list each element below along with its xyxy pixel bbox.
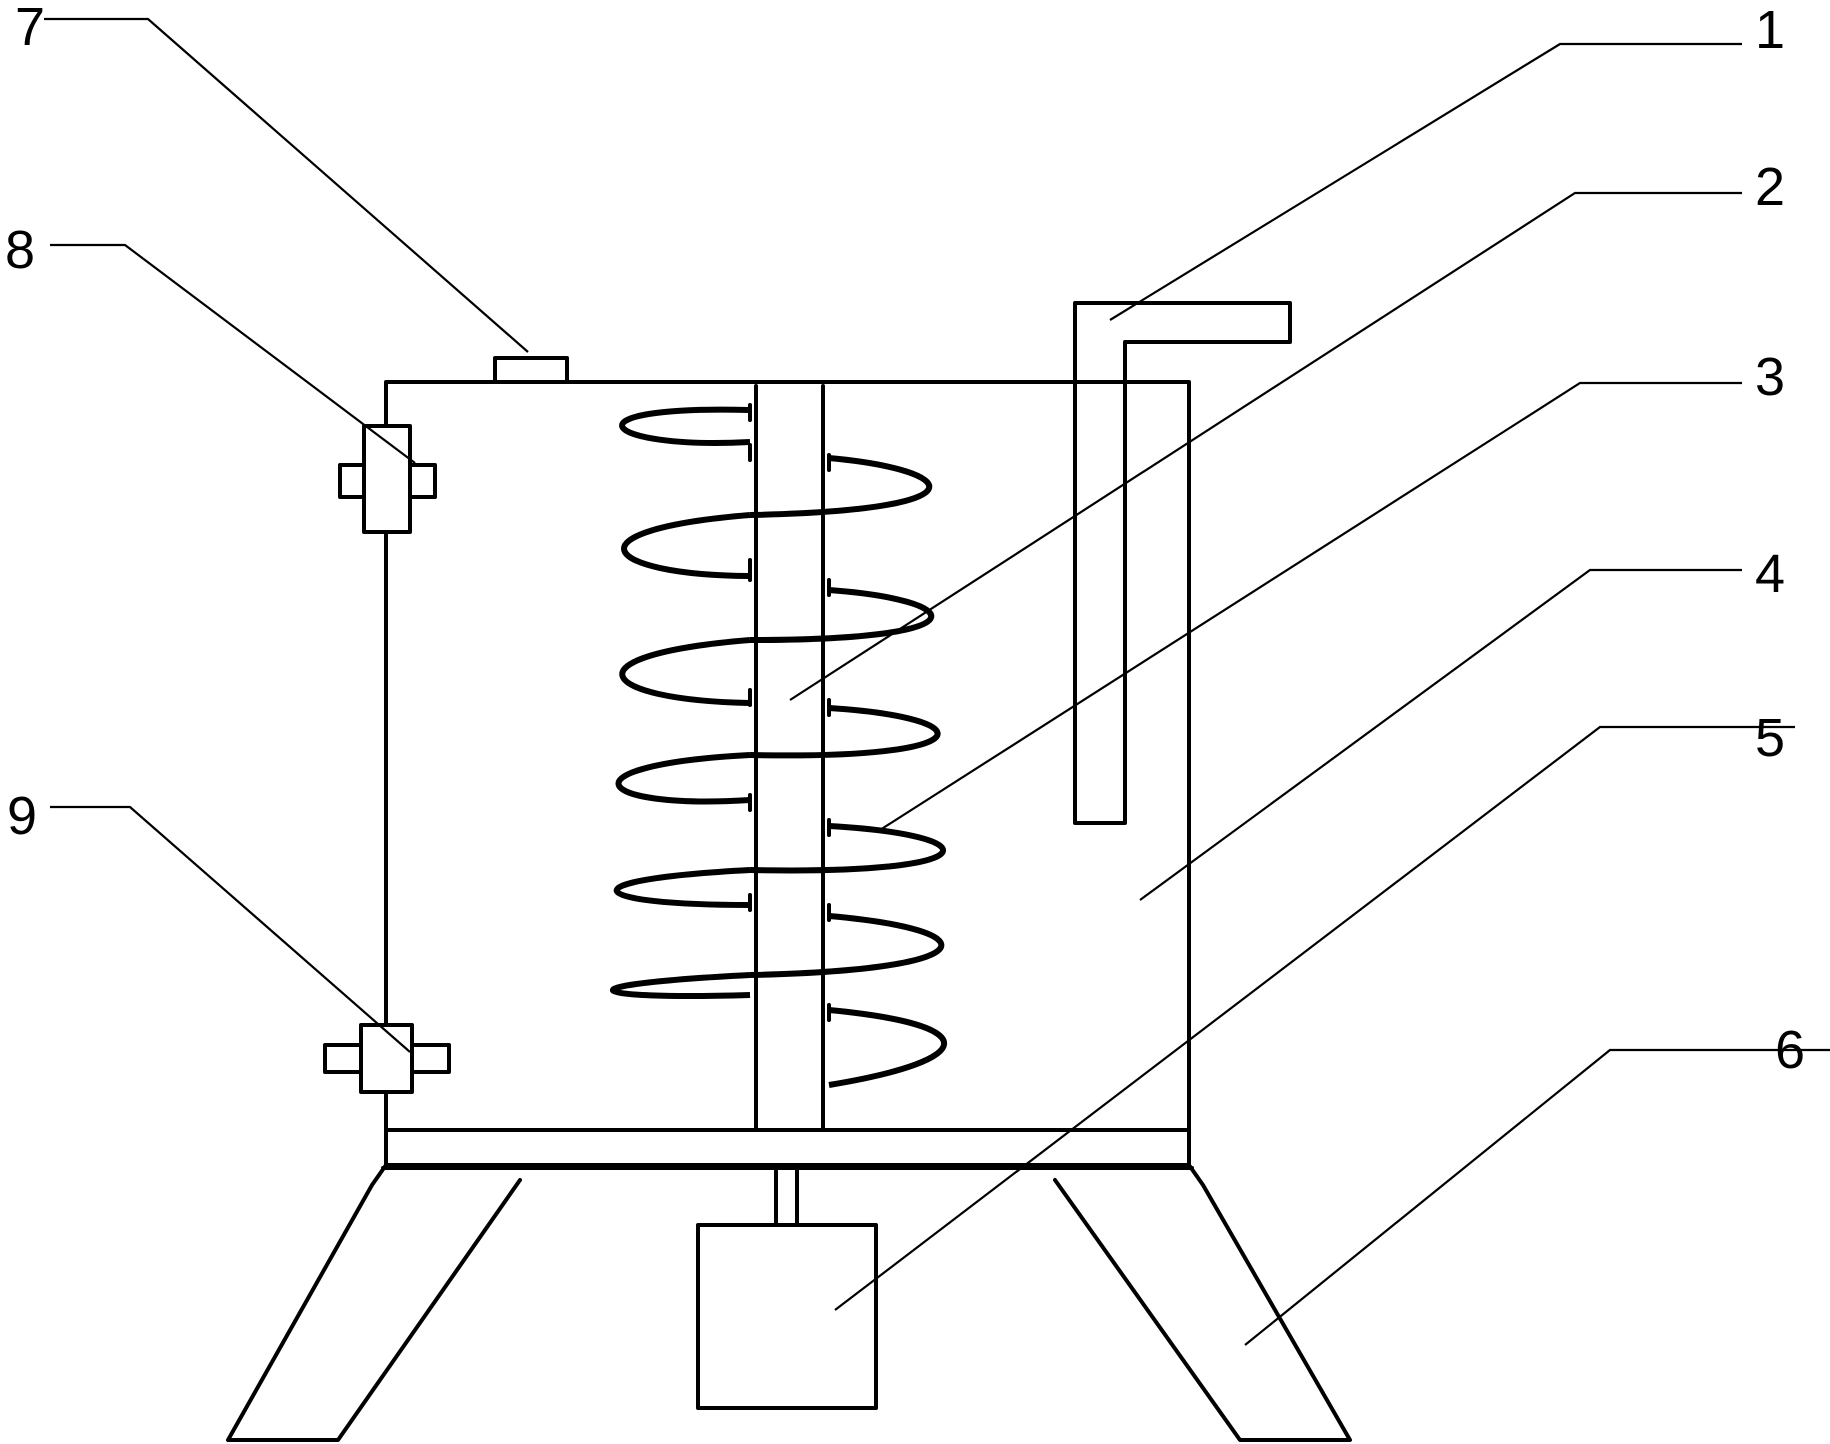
helical-blade	[610, 403, 947, 1088]
callout-7: 7	[15, 0, 45, 57]
leader-lines	[44, 17, 1830, 1346]
tank-body	[381, 380, 1194, 1170]
callout-9: 9	[7, 786, 37, 846]
l-pipe	[1073, 301, 1292, 825]
support-legs	[226, 1163, 1352, 1442]
callout-8: 8	[5, 220, 35, 280]
callout-4: 4	[1755, 544, 1785, 604]
callout-6: 6	[1775, 1020, 1805, 1080]
lower-valve	[323, 1023, 451, 1094]
callout-labels: 1 2 3 4 5 6 7 8 9	[5, 0, 1805, 1080]
feed-inlet	[493, 356, 569, 384]
callout-1: 1	[1755, 0, 1785, 60]
callout-2: 2	[1755, 157, 1785, 217]
callout-3: 3	[1755, 347, 1785, 407]
motor	[696, 1166, 878, 1410]
callout-5: 5	[1755, 708, 1785, 768]
upper-valve	[338, 424, 437, 534]
